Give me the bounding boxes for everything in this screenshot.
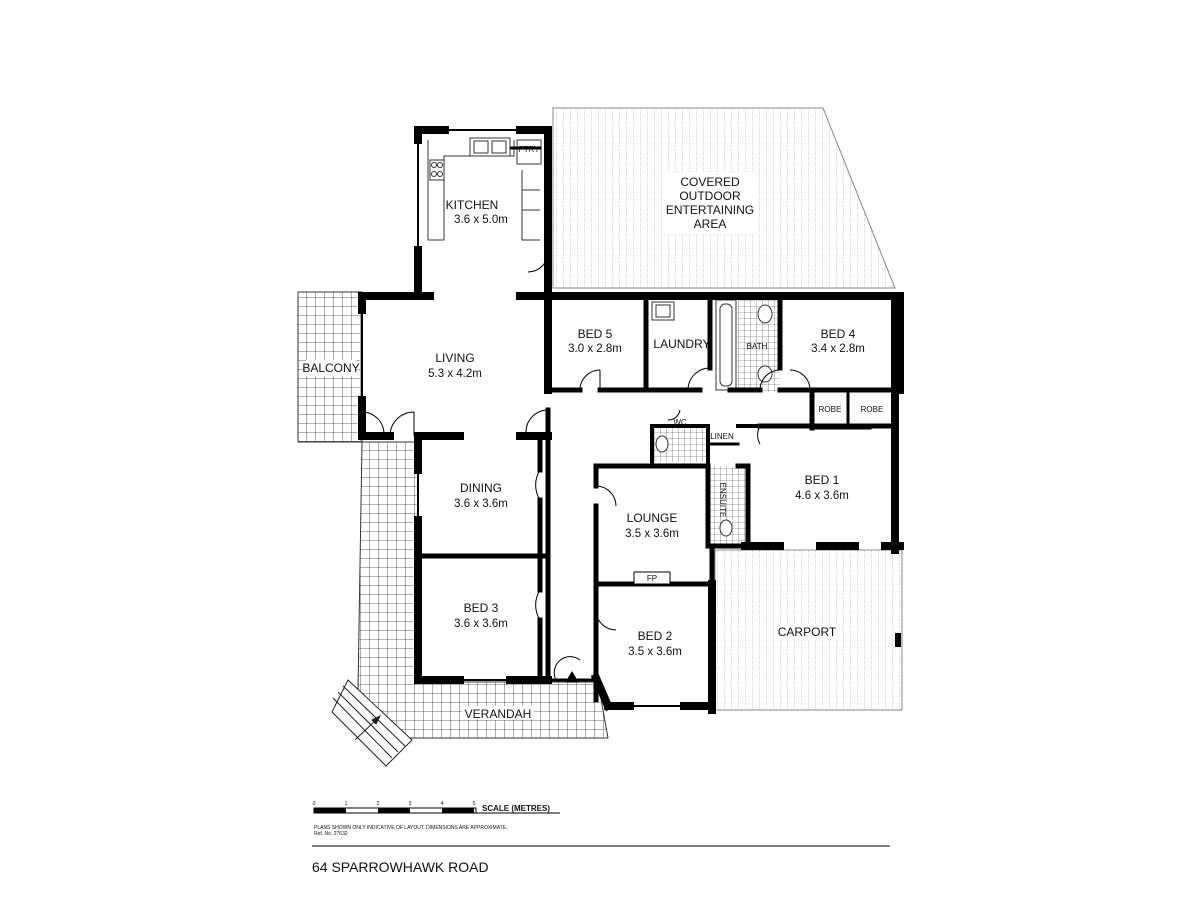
bed4-label: BED 4 bbox=[821, 327, 856, 341]
wc-label: WC bbox=[673, 418, 687, 427]
covered-outdoor-label-2: OUTDOOR bbox=[679, 189, 741, 203]
scale-tick-5: 5 bbox=[473, 801, 476, 807]
robe-label-2: ROBE bbox=[861, 405, 884, 414]
reference-number: Ref. No. 27632 bbox=[314, 831, 348, 837]
scale-tick-0: 0 bbox=[313, 801, 316, 807]
entry-steps bbox=[331, 679, 413, 767]
kitchen-label: KITCHEN bbox=[446, 198, 499, 212]
scale-tick-4: 4 bbox=[441, 801, 444, 807]
living-label: LIVING bbox=[435, 351, 474, 365]
bed1-label: BED 1 bbox=[805, 473, 840, 487]
bed2-dim: 3.5 x 3.6m bbox=[628, 646, 682, 658]
bed5-label: BED 5 bbox=[578, 327, 613, 341]
fixtures bbox=[429, 137, 773, 537]
carport-label: CARPORT bbox=[778, 625, 837, 639]
verandah-label: VERANDAH bbox=[465, 707, 532, 721]
bed2-label: BED 2 bbox=[638, 629, 673, 643]
bed5-dim: 3.0 x 2.8m bbox=[568, 343, 622, 355]
living-dim: 5.3 x 4.2m bbox=[428, 368, 482, 380]
covered-outdoor-label-4: AREA bbox=[694, 217, 727, 231]
robe-label-1: ROBE bbox=[819, 405, 842, 414]
scale-tick-2: 2 bbox=[377, 801, 380, 807]
dining-dim: 3.6 x 3.6m bbox=[454, 498, 508, 510]
walls bbox=[358, 126, 904, 714]
bed4-dim: 3.4 x 2.8m bbox=[811, 343, 865, 355]
bed1-dim: 4.6 x 3.6m bbox=[795, 490, 849, 502]
bath-label: BATH bbox=[747, 342, 768, 351]
door-swings bbox=[361, 251, 811, 683]
linen-label: LINEN bbox=[710, 432, 734, 441]
room-labels: COVERED OUTDOOR ENTERTAINING AREA KITCHE… bbox=[302, 145, 883, 721]
lounge-label: LOUNGE bbox=[627, 511, 678, 525]
pantry-label: PTRY bbox=[518, 145, 540, 154]
disclaimer-text: PLANS SHOWN ONLY INDICATIVE OF LAYOUT. D… bbox=[314, 825, 507, 831]
balcony-label: BALCONY bbox=[302, 361, 359, 375]
bed3-label: BED 3 bbox=[464, 601, 499, 615]
scale-label: SCALE (METRES) bbox=[482, 804, 550, 813]
dining-label: DINING bbox=[460, 481, 502, 495]
fireplace-label: FP bbox=[647, 574, 657, 583]
property-address: 64 SPARROWHAWK ROAD bbox=[312, 859, 489, 875]
ensuite-label: ENSUITE bbox=[718, 483, 727, 518]
kitchen-benches bbox=[427, 140, 540, 241]
lounge-dim: 3.5 x 3.6m bbox=[625, 528, 679, 540]
kitchen-dim: 3.6 x 5.0m bbox=[454, 214, 508, 226]
scale-tick-1: 1 bbox=[345, 801, 348, 807]
bed3-dim: 3.6 x 3.6m bbox=[454, 618, 508, 630]
covered-outdoor-label-3: ENTERTAINING bbox=[666, 203, 754, 217]
laundry-label: LAUNDRY bbox=[653, 337, 710, 351]
covered-outdoor-label-1: COVERED bbox=[680, 175, 740, 189]
scale-bar: 0 1 2 3 4 5 SCALE (METRES) bbox=[313, 801, 560, 814]
scale-tick-3: 3 bbox=[409, 801, 412, 807]
fireplace bbox=[633, 571, 671, 585]
